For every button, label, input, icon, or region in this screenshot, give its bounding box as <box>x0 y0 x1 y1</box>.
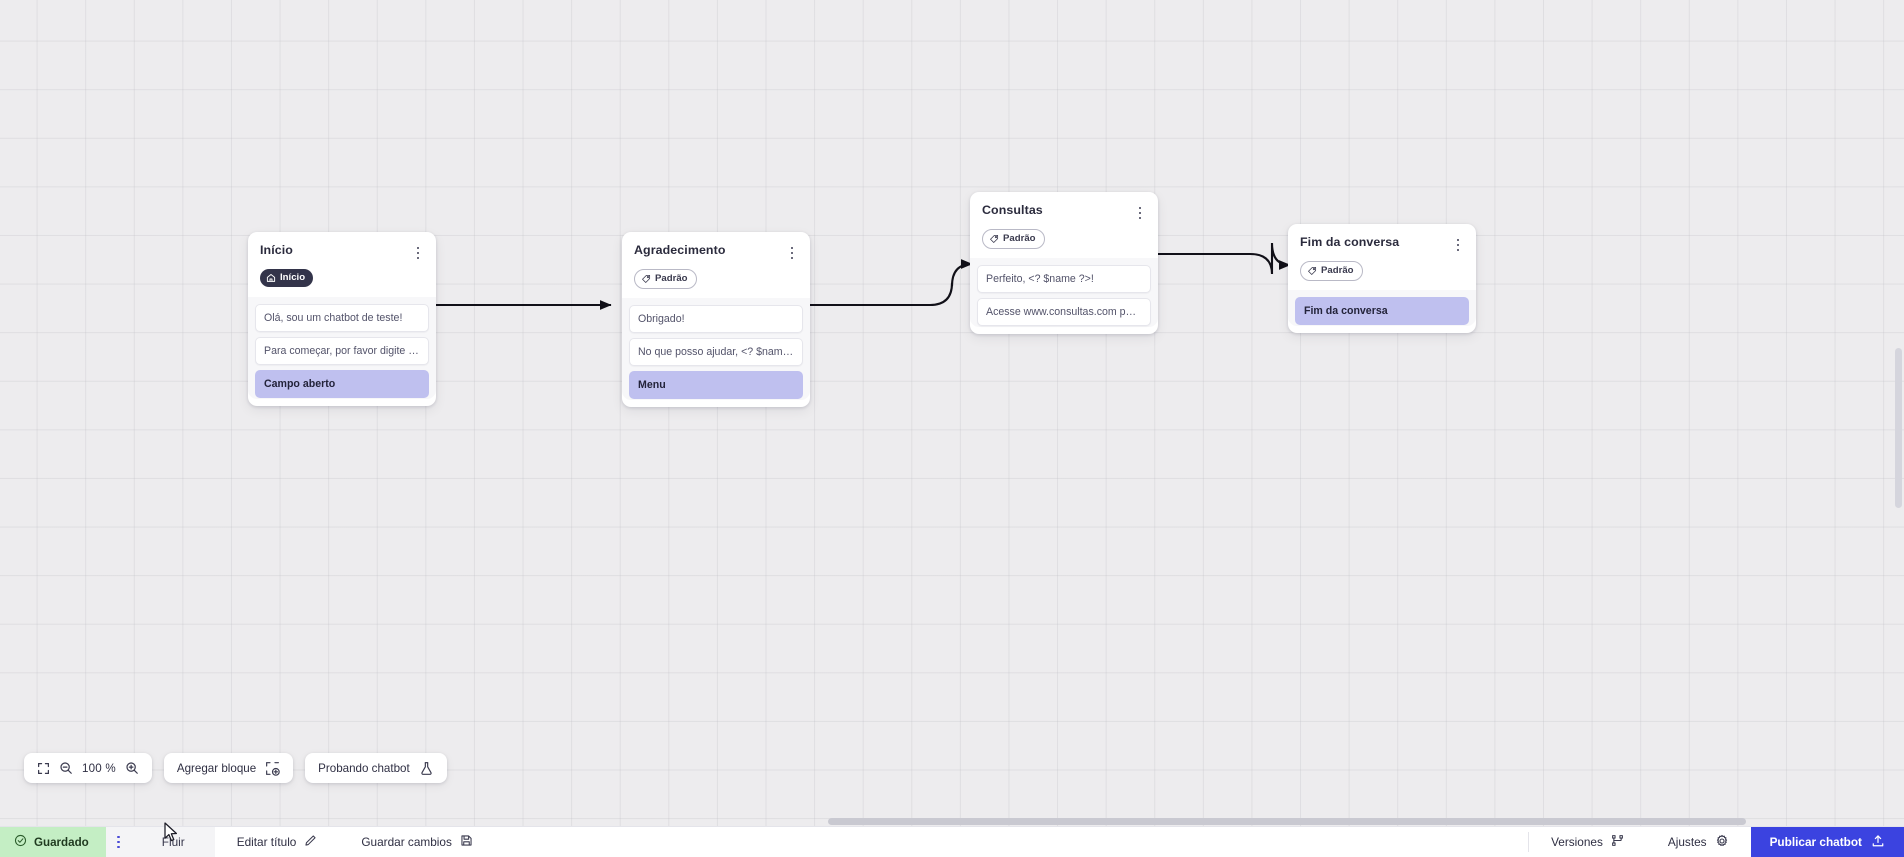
node-badge-label: Padrão <box>1321 265 1354 277</box>
node-title: Consultas <box>982 203 1043 217</box>
node-row[interactable]: Perfeito, <? $name ?>! <box>977 265 1151 293</box>
saved-status-label: Guardado <box>34 835 89 849</box>
node-header: Fim da conversa <box>1288 224 1476 254</box>
connector-edges <box>434 242 1291 310</box>
node-title: Agradecimento <box>634 243 726 257</box>
vertical-scrollbar-thumb[interactable] <box>1895 348 1902 508</box>
tag-icon <box>989 234 999 244</box>
node-badge-row: Início <box>248 262 436 297</box>
tab-fluir-label: Fluir <box>161 835 185 849</box>
node-row[interactable]: Para começar, por favor digite o ... <box>255 337 429 365</box>
zoom-controls: 100 % <box>24 753 152 783</box>
add-block-label: Agregar bloque <box>176 761 257 775</box>
statusbar-spacer <box>495 827 1528 857</box>
node-row-highlighted[interactable]: Menu <box>629 371 803 399</box>
zoom-in-icon[interactable] <box>125 761 139 775</box>
horizontal-scrollbar-thumb[interactable] <box>828 818 1746 825</box>
node-rows: Perfeito, <? $name ?>! Acesse www.consul… <box>970 265 1158 326</box>
fit-screen-icon[interactable] <box>37 762 50 775</box>
node-body: Fim da conversa <box>1288 290 1476 326</box>
edge-agradecimento-consultas <box>804 259 973 307</box>
node-header: Agradecimento <box>622 232 810 262</box>
node-body: Olá, sou um chatbot de teste! Para começ… <box>248 297 436 399</box>
gear-icon <box>1715 834 1729 851</box>
home-icon <box>266 273 276 283</box>
branch-icon <box>1611 834 1624 850</box>
node-row[interactable]: Olá, sou um chatbot de teste! <box>255 304 429 332</box>
node-title: Fim da conversa <box>1300 235 1400 249</box>
saved-status-badge: Guardado <box>0 827 106 857</box>
flow-node-fim-da-conversa[interactable]: Fim da conversa Padrão Fim da conversa <box>1288 224 1476 333</box>
node-header: Consultas <box>970 192 1158 222</box>
node-badge-row: Padrão <box>622 262 810 298</box>
edit-title-label: Editar título <box>236 835 297 849</box>
publish-chatbot-button[interactable]: Publicar chatbot <box>1750 827 1904 857</box>
flow-node-consultas[interactable]: Consultas Padrão Perfeito, <? $name ?>! … <box>970 192 1158 334</box>
zoom-level-value: 100 % <box>82 761 116 775</box>
flow-node-agradecimento[interactable]: Agradecimento Padrão Obrigado! No que po… <box>622 232 810 407</box>
settings-label: Ajustes <box>1667 835 1707 849</box>
flask-icon <box>419 761 434 776</box>
node-row-highlighted[interactable]: Fim da conversa <box>1295 297 1469 325</box>
node-rows: Obrigado! No que posso ajudar, <? $name … <box>622 305 810 399</box>
publish-label: Publicar chatbot <box>1769 835 1862 849</box>
node-body: Perfeito, <? $name ?>! Acesse www.consul… <box>970 258 1158 327</box>
statusbar-divider <box>1528 832 1530 852</box>
node-row[interactable]: Acesse www.consultas.com par... <box>977 298 1151 326</box>
save-changes-label: Guardar cambios <box>361 835 452 849</box>
add-block-icon <box>265 761 280 776</box>
flow-node-inicio[interactable]: Início Início Olá, sou um chatbot de tes… <box>248 232 436 406</box>
versions-label: Versiones <box>1551 835 1603 849</box>
versions-button[interactable]: Versiones <box>1529 827 1646 857</box>
node-menu-button[interactable] <box>1451 236 1465 254</box>
node-badge-row: Padrão <box>970 222 1158 258</box>
test-chatbot-button[interactable]: Probando chatbot <box>305 753 447 783</box>
node-row[interactable]: Obrigado! <box>629 305 803 333</box>
node-menu-button[interactable] <box>1133 204 1147 222</box>
node-badge-row: Padrão <box>1288 254 1476 290</box>
tag-icon <box>1307 266 1317 276</box>
node-rows: Fim da conversa <box>1288 297 1476 325</box>
node-badge-default[interactable]: Padrão <box>634 269 697 289</box>
node-menu-button[interactable] <box>411 244 425 262</box>
node-header: Início <box>248 232 436 262</box>
node-badge-label: Padrão <box>655 273 688 285</box>
node-badge-default[interactable]: Padrão <box>1300 261 1363 281</box>
node-rows: Olá, sou um chatbot de teste! Para começ… <box>248 304 436 398</box>
test-chatbot-label: Probando chatbot <box>318 761 410 775</box>
edit-title-button[interactable]: Editar título <box>215 827 340 857</box>
edge-consultas-fim <box>1151 242 1291 275</box>
statusbar-menu-button[interactable] <box>105 827 132 857</box>
save-disk-icon <box>460 834 473 850</box>
add-block-button[interactable]: Agregar bloque <box>163 753 294 783</box>
node-row[interactable]: No que posso ajudar, <? $name ... <box>629 338 803 366</box>
node-menu-button[interactable] <box>785 244 799 262</box>
node-row-highlighted[interactable]: Campo aberto <box>255 370 429 398</box>
zoom-out-icon[interactable] <box>59 761 73 775</box>
pencil-icon <box>304 834 317 850</box>
node-body: Obrigado! No que posso ajudar, <? $name … <box>622 298 810 400</box>
flow-canvas[interactable]: Início Início Olá, sou um chatbot de tes… <box>0 0 1904 826</box>
node-badge-default[interactable]: Padrão <box>982 229 1045 249</box>
bottom-status-bar: Guardado Fluir Editar título Guardar cam… <box>0 826 1904 857</box>
check-circle-icon <box>14 834 27 850</box>
canvas-vertical-scrollbar[interactable] <box>1894 0 1904 826</box>
node-badge-label: Padrão <box>1003 233 1036 245</box>
node-badge-label: Início <box>280 272 306 284</box>
settings-button[interactable]: Ajustes <box>1646 827 1751 857</box>
save-changes-button[interactable]: Guardar cambios <box>339 827 494 857</box>
node-title: Início <box>260 243 293 257</box>
canvas-toolbar: 100 % Agregar bloque Probando chatbot <box>24 753 447 783</box>
tag-icon <box>641 274 651 284</box>
tab-fluir[interactable]: Fluir <box>131 827 215 857</box>
node-badge-start[interactable]: Início <box>260 269 314 287</box>
canvas-horizontal-scrollbar[interactable] <box>0 816 1904 826</box>
upload-icon <box>1871 834 1885 851</box>
